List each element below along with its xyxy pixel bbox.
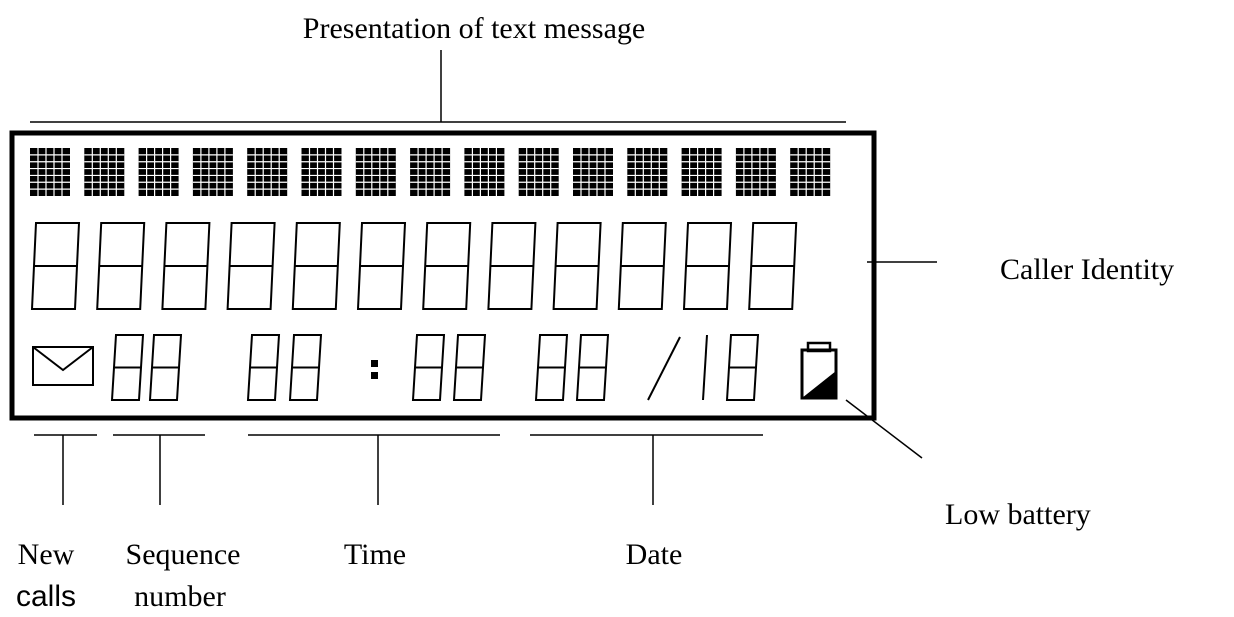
- time-label: Time: [343, 538, 407, 571]
- caller-identity-digits: [30, 222, 798, 310]
- dot-matrix-cell: [84, 148, 125, 196]
- caller-digit: [422, 222, 472, 310]
- dot-matrix-cell: [573, 148, 613, 196]
- date-digit: [702, 334, 708, 401]
- dot-matrix-row: [30, 148, 831, 196]
- caller-digit: [748, 222, 798, 310]
- dot-matrix-cell: [192, 148, 233, 196]
- time-digit: [411, 334, 446, 401]
- dot-matrix-cell: [301, 148, 342, 196]
- caller-digit: [356, 222, 407, 310]
- calls-label: calls: [15, 580, 77, 613]
- time-digit: [452, 334, 487, 401]
- caller-digit: [682, 222, 733, 310]
- caller-digit: [226, 222, 276, 310]
- dot-matrix-cell: [30, 148, 70, 196]
- caller-digit: [617, 222, 667, 310]
- text-message-label: Presentation of text message: [302, 12, 646, 45]
- low-battery-leader: [845, 399, 923, 459]
- sequence-digit: [110, 334, 145, 401]
- dot-matrix-cell: [355, 148, 396, 196]
- bottom-row-digits: [110, 334, 760, 401]
- dot-matrix-cell: [790, 148, 831, 196]
- caller-identity-label: Caller Identity: [1000, 253, 1175, 286]
- envelope-icon: [32, 346, 94, 386]
- caller-digit: [291, 222, 341, 310]
- number-label: number: [134, 580, 226, 613]
- caller-digit: [30, 222, 81, 310]
- dot-matrix-cell: [735, 148, 776, 196]
- dot-matrix-cell: [627, 148, 668, 196]
- time-colon-bottom: [371, 372, 378, 379]
- caller-digit: [96, 222, 146, 310]
- time-digit: [288, 334, 323, 401]
- caller-digit: [552, 222, 602, 310]
- time-digit: [246, 334, 281, 401]
- date-label: Date: [625, 538, 683, 571]
- dot-matrix-cell: [681, 148, 722, 196]
- date-slash: [647, 336, 681, 401]
- caller-digit: [487, 222, 537, 310]
- time-colon-top: [371, 360, 378, 367]
- dot-matrix-cell: [410, 148, 451, 196]
- date-digit: [725, 334, 760, 401]
- sequence-digit: [148, 334, 183, 401]
- sequence-label: Sequence: [125, 538, 241, 571]
- new-label: New: [17, 538, 75, 571]
- dot-matrix-cell: [138, 148, 179, 196]
- dot-matrix-cell: [464, 148, 505, 196]
- date-digit: [575, 334, 610, 401]
- caller-digit: [161, 222, 211, 310]
- dot-matrix-cell: [247, 148, 288, 196]
- low-battery-label: Low battery: [945, 498, 1091, 531]
- dot-matrix-cell: [518, 148, 559, 196]
- date-digit: [534, 334, 569, 401]
- lcd-frame: [9, 130, 877, 421]
- battery-icon: [800, 341, 838, 400]
